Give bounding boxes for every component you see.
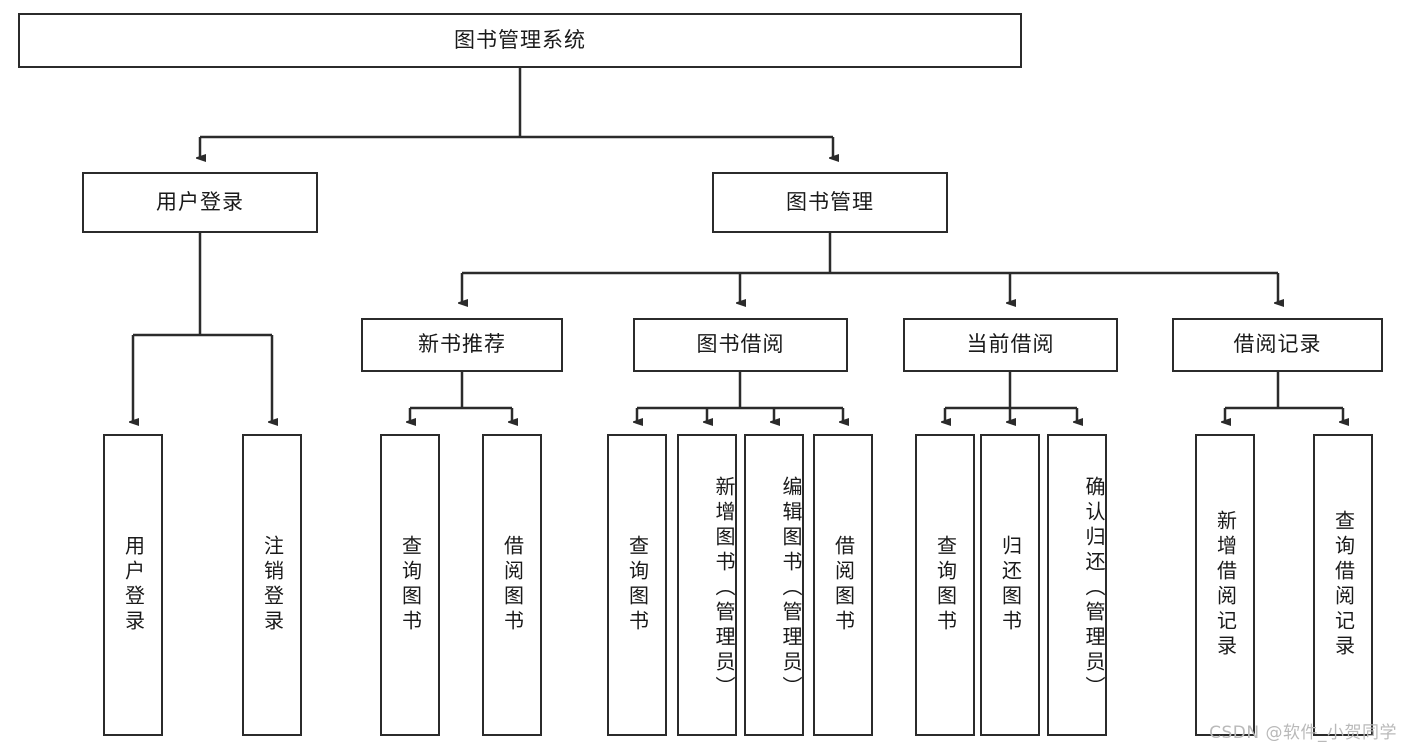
node-label: 图书借阅 [696, 332, 785, 357]
node-label: 图书管理系统 [454, 27, 586, 52]
node-label: 新增借阅记录 [1213, 510, 1238, 660]
leaf-query-book-borrow[interactable]: 查询图书 [607, 434, 667, 736]
leaf-return-book[interactable]: 归还图书 [980, 434, 1040, 736]
node-label: 查询借阅记录 [1331, 510, 1356, 660]
node-label: 归还图书 [998, 535, 1023, 635]
node-label: 借阅图书 [500, 535, 525, 635]
node-book-borrow[interactable]: 图书借阅 [633, 318, 848, 372]
node-label: 用户登录 [121, 535, 146, 635]
node-current-borrow[interactable]: 当前借阅 [903, 318, 1118, 372]
csdn-watermark: CSDN @软件_小贺同学 [1209, 723, 1397, 743]
leaf-edit-book-admin[interactable]: 编辑图书（管理员） [744, 434, 804, 736]
leaf-query-book-recommend[interactable]: 查询图书 [380, 434, 440, 736]
leaf-user-login[interactable]: 用户登录 [103, 434, 163, 736]
node-label: 借阅图书 [831, 535, 856, 635]
leaf-query-book-current[interactable]: 查询图书 [915, 434, 975, 736]
node-label: 借阅记录 [1233, 332, 1322, 357]
node-label: 新增图书（管理员） [712, 475, 736, 701]
leaf-confirm-return-admin[interactable]: 确认归还（管理员） [1047, 434, 1107, 736]
leaf-logout[interactable]: 注销登录 [242, 434, 302, 736]
leaf-query-borrow-record[interactable]: 查询借阅记录 [1313, 434, 1373, 736]
node-label: 编辑图书（管理员） [779, 475, 803, 701]
node-new-book-recommendation[interactable]: 新书推荐 [361, 318, 563, 372]
node-borrow-record[interactable]: 借阅记录 [1172, 318, 1383, 372]
leaf-borrow-book-recommend[interactable]: 借阅图书 [482, 434, 542, 736]
node-label: 查询图书 [933, 535, 958, 635]
leaf-borrow-book[interactable]: 借阅图书 [813, 434, 873, 736]
node-label: 查询图书 [625, 535, 650, 635]
node-book-management-module[interactable]: 图书管理 [712, 172, 948, 233]
node-label: 注销登录 [260, 535, 285, 635]
node-label: 确认归还（管理员） [1082, 475, 1106, 701]
node-label: 用户登录 [156, 189, 244, 214]
node-label: 查询图书 [398, 535, 423, 635]
node-label: 当前借阅 [966, 332, 1055, 357]
node-root-system[interactable]: 图书管理系统 [18, 13, 1022, 68]
node-label: 图书管理 [786, 189, 874, 214]
node-user-login-module[interactable]: 用户登录 [82, 172, 318, 233]
node-label: 新书推荐 [418, 332, 506, 357]
leaf-add-book-admin[interactable]: 新增图书（管理员） [677, 434, 737, 736]
leaf-add-borrow-record[interactable]: 新增借阅记录 [1195, 434, 1255, 736]
